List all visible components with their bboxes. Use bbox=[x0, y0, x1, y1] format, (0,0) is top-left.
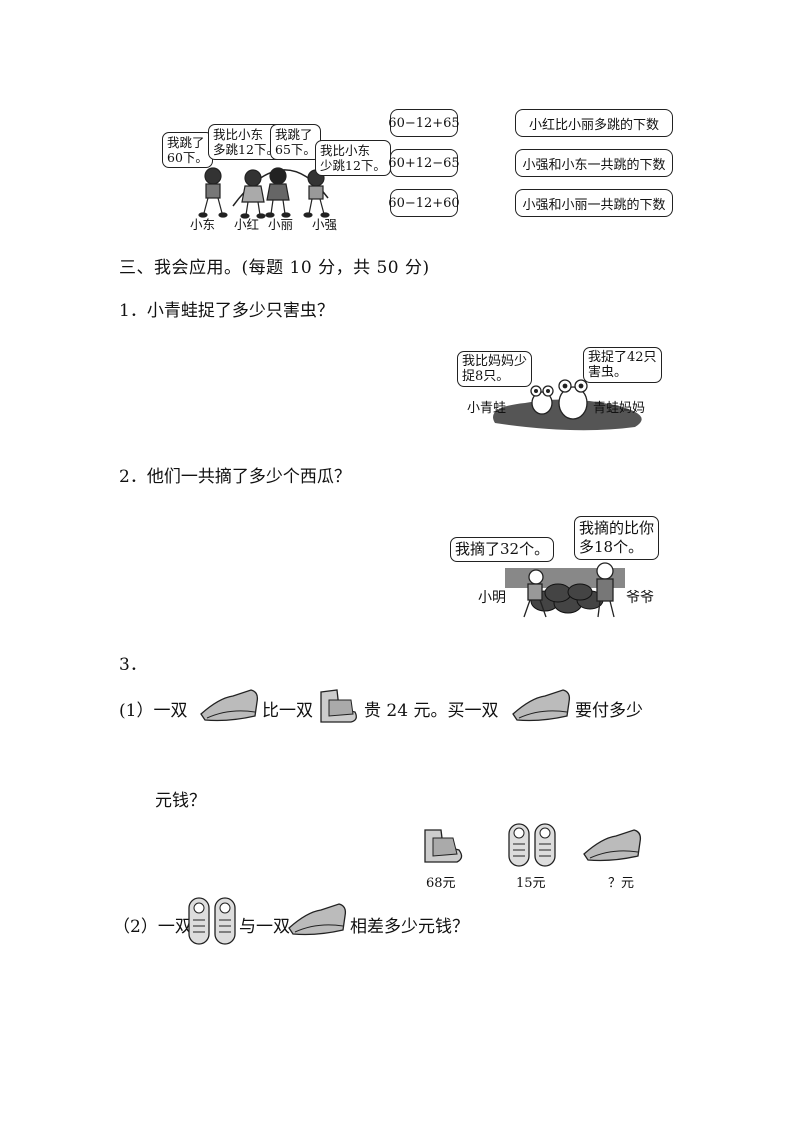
price-boot: 68元 bbox=[426, 876, 456, 891]
bubble-xiaoming: 我摘了32个。 bbox=[450, 537, 555, 562]
meaning-box-3: 小强和小丽一共跳的下数 bbox=[515, 189, 673, 217]
price-sneaker: 15元 bbox=[516, 876, 546, 891]
bubble-mother-frog: 我捉了42只 害虫。 bbox=[583, 347, 662, 383]
kid-label-xiaohong: 小红 bbox=[234, 217, 260, 232]
question-3-part-2: （2）一双 与一双 相差多少元钱？ bbox=[113, 896, 513, 946]
jump-rope-illustration: 我跳了 60下。 我比小东 多跳12下。 我跳了 65下。 我比小东 少跳12下… bbox=[158, 118, 391, 232]
p1-end: 要付多少 bbox=[575, 701, 643, 721]
label-little-frog: 小青蛙 bbox=[467, 401, 507, 416]
question-3-number: 3． bbox=[119, 655, 147, 675]
p2-prefix: （2）一双 bbox=[113, 917, 192, 937]
boot-icon bbox=[320, 689, 357, 723]
p1-after: 贵 24 元。买一双 bbox=[364, 701, 499, 721]
bubble-xiaoli: 我跳了 65下。 bbox=[270, 124, 321, 160]
bubble-xiaodong: 我跳了 60下。 bbox=[162, 132, 213, 168]
bubble-grandpa: 我摘的比你 多18个。 bbox=[574, 516, 660, 560]
leather-shoe-icon-3 bbox=[288, 903, 347, 936]
frog-illustration: 我比妈妈少 捉8只。 我捉了42只 害虫。 小青蛙 青蛙妈妈 bbox=[455, 345, 662, 433]
leather-shoe-icon bbox=[200, 689, 259, 722]
bubble-xiaoqiang: 我比小东 少跳12下。 bbox=[315, 140, 391, 176]
price-leather-shoe: ？元 bbox=[608, 876, 635, 891]
label-xiaoming: 小明 bbox=[478, 590, 506, 606]
expression-box-1: 60−12+65 bbox=[388, 109, 460, 137]
p2-mid: 与一双 bbox=[239, 917, 290, 937]
label-grandpa: 爷爷 bbox=[626, 590, 654, 606]
watermelon-drawing bbox=[505, 562, 625, 618]
section-heading: 三、我会应用。(每题 10 分，共 50 分) bbox=[119, 258, 430, 278]
bubble-little-frog: 我比妈妈少 捉8只。 bbox=[457, 351, 533, 387]
leather-shoe-price-icon bbox=[583, 829, 642, 862]
kid-label-xiaoli: 小丽 bbox=[268, 217, 294, 232]
p1-mid: 比一双 bbox=[262, 701, 313, 721]
boot-price-icon bbox=[424, 829, 463, 863]
p1-prefix: (1）一双 bbox=[119, 701, 188, 721]
question-3-part-1: (1）一双 比一双 贵 24 元。买一双 要付多少 bbox=[119, 686, 679, 726]
meaning-box-2: 小强和小东一共跳的下数 bbox=[515, 149, 673, 177]
sneaker-price-icon bbox=[508, 823, 556, 867]
sneaker-icon bbox=[188, 897, 236, 945]
label-mother-frog: 青蛙妈妈 bbox=[593, 401, 646, 416]
kid-label-xiaoqiang: 小强 bbox=[312, 217, 338, 232]
p2-end: 相差多少元钱？ bbox=[350, 917, 469, 937]
question-1-text: 1．小青蛙捉了多少只害虫？ bbox=[119, 301, 334, 321]
frog-drawing bbox=[493, 379, 642, 431]
jump-rope-kids-drawing bbox=[198, 167, 330, 219]
question-2-text: 2．他们一共摘了多少个西瓜？ bbox=[119, 467, 351, 487]
kid-label-xiaodong: 小东 bbox=[190, 217, 216, 232]
expression-box-2: 60+12−65 bbox=[388, 149, 460, 177]
watermelon-illustration: 我摘了32个。 我摘的比你 多18个。 小明 爷爷 bbox=[450, 513, 662, 625]
meaning-box-1: 小红比小丽多跳的下数 bbox=[515, 109, 673, 137]
p1-tail: 元钱？ bbox=[155, 791, 206, 811]
leather-shoe-icon-2 bbox=[512, 689, 571, 722]
expression-box-3: 60−12+60 bbox=[388, 189, 460, 217]
